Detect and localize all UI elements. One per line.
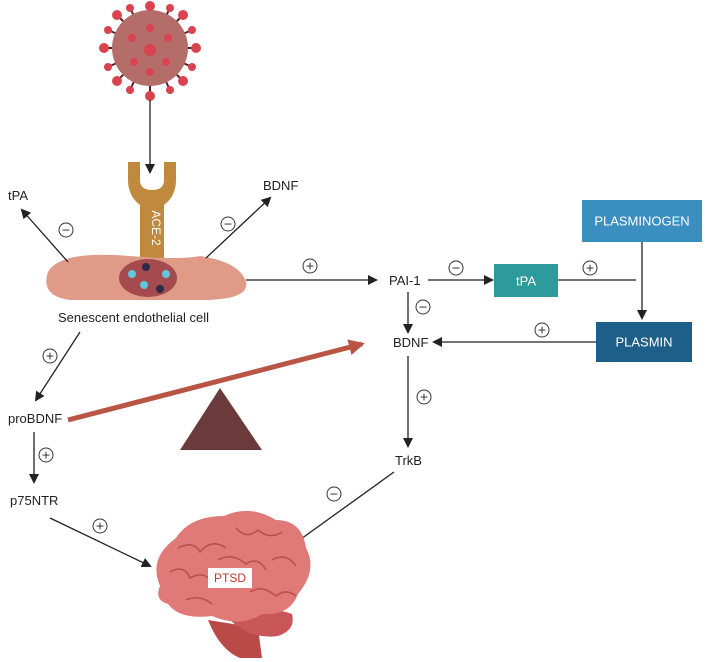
pai1-to-tpa-sign: − xyxy=(448,260,464,276)
bdnf-to-trkb-sign: + xyxy=(416,389,432,405)
tpa-box-label: tPA xyxy=(516,274,536,289)
bdnf-top-label: BDNF xyxy=(263,178,298,193)
cell-to-tpa-arrow xyxy=(20,208,69,263)
svg-text:+: + xyxy=(537,324,546,337)
bdnf-center-label: BDNF xyxy=(393,335,428,350)
p75ntr-to-ptsd-arrow xyxy=(49,517,152,568)
pai1-to-bdnf-sign: − xyxy=(415,299,431,315)
plasminogen-label: PLASMINOGEN xyxy=(594,214,689,229)
svg-text:−: − xyxy=(329,488,338,501)
cell-to-bdnf-arrow xyxy=(205,196,272,259)
svg-text:+: + xyxy=(45,350,54,363)
probdnf-to-p75ntr-sign: + xyxy=(38,447,54,463)
svg-text:+: + xyxy=(95,520,104,533)
svg-text:−: − xyxy=(451,262,460,275)
tpa-box xyxy=(494,264,558,297)
plasminogen-box xyxy=(582,200,702,242)
senescent-endothelial-cell xyxy=(46,254,247,300)
svg-text:−: − xyxy=(61,224,70,237)
plasmin-label: PLASMIN xyxy=(615,335,672,350)
p75ntr-to-ptsd-sign: + xyxy=(92,518,108,534)
svg-text:+: + xyxy=(585,262,594,275)
ace2-receptor: ACE-2 xyxy=(128,162,176,262)
ptsd-label: PTSD xyxy=(214,571,246,585)
trkb-label: TrkB xyxy=(395,453,422,468)
svg-text:+: + xyxy=(41,449,50,462)
probdnf-label: proBDNF xyxy=(8,411,62,426)
cell-to-probdnf-arrow xyxy=(34,331,81,402)
svg-text:+: + xyxy=(419,391,428,404)
plasmin-box xyxy=(596,322,692,362)
cell-label: Senescent endothelial cell xyxy=(58,310,209,325)
cell-to-bdnf-sign: − xyxy=(220,216,236,232)
p75ntr-label: p75NTR xyxy=(10,493,58,508)
cell-to-probdnf-sign: + xyxy=(42,348,58,364)
svg-text:−: − xyxy=(418,301,427,314)
tpa-left-label: tPA xyxy=(8,188,28,203)
svg-text:+: + xyxy=(305,260,314,273)
cell-to-tpa-sign: − xyxy=(58,222,74,238)
plasmin-to-bdnf-sign: + xyxy=(534,322,550,338)
virus-icon xyxy=(99,1,201,101)
tpa-to-plasmin-sign: + xyxy=(582,260,598,276)
trkb-to-ptsd-sign: − xyxy=(326,486,342,502)
brain-icon: PTSD xyxy=(156,510,311,658)
seesaw-bar xyxy=(67,339,365,423)
seesaw-fulcrum xyxy=(180,388,262,450)
trkb-to-ptsd-arrow xyxy=(292,471,395,546)
pai1-label: PAI-1 xyxy=(389,273,421,288)
svg-text:−: − xyxy=(223,218,232,231)
cell-to-pai1-sign: + xyxy=(302,258,318,274)
ptsd-label-box xyxy=(208,568,252,588)
receptor-label: ACE-2 xyxy=(149,210,163,246)
